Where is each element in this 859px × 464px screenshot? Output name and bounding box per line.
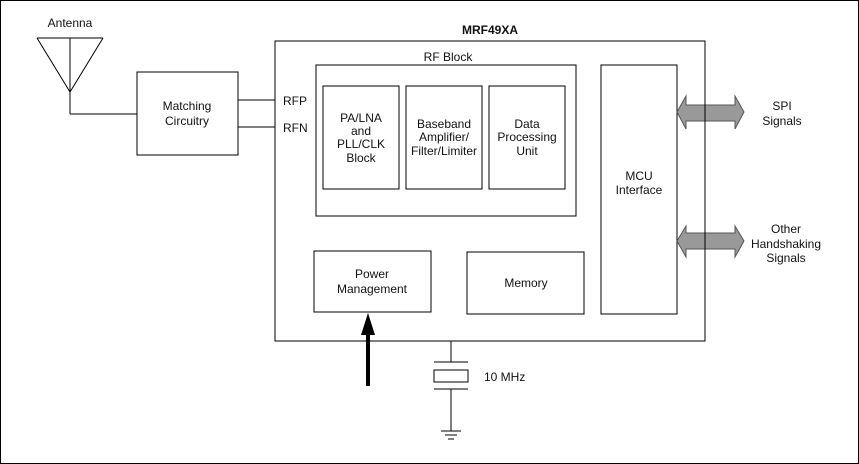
spi-bidirectional-arrow <box>676 94 745 130</box>
mcu-line2: Interface <box>616 183 663 197</box>
dpu-line1: Data <box>514 117 540 131</box>
pin-rfp: RFP <box>283 94 307 108</box>
mcu-line1: MCU <box>625 169 652 183</box>
matching-label-line2: Circuitry <box>165 114 209 128</box>
spi-label-line1: SPI <box>772 99 791 113</box>
crystal-icon <box>433 341 469 431</box>
ground-icon <box>441 430 461 440</box>
spi-label-line2: Signals <box>762 114 801 128</box>
power-input-arrow <box>361 313 375 386</box>
baseband-line1: Baseband <box>417 117 471 131</box>
dpu-line2: Processing <box>497 130 556 144</box>
handshake-label-line1: Other <box>771 222 801 236</box>
pin-rfn: RFN <box>283 121 308 135</box>
pa-lna-line4: Block <box>346 151 376 165</box>
matching-circuitry-block <box>136 71 239 156</box>
antenna-label: Antenna <box>48 16 93 30</box>
baseband-line2: Amplifier/ <box>419 130 470 144</box>
matching-label-line1: Matching <box>163 99 212 113</box>
crystal-label: 10 MHz <box>484 370 525 384</box>
power-line2: Management <box>337 282 408 296</box>
handshake-bidirectional-arrow <box>676 224 745 259</box>
chip-title: MRF49XA <box>462 23 518 37</box>
antenna-icon <box>36 37 137 115</box>
pa-lna-block <box>322 85 400 190</box>
power-management-block <box>313 250 432 313</box>
pa-lna-line1: PA/LNA <box>340 111 382 125</box>
baseband-block <box>405 85 483 190</box>
pa-lna-line2: and <box>351 124 371 138</box>
handshake-label-line3: Signals <box>766 251 805 265</box>
baseband-line3: Filter/Limiter <box>411 144 477 158</box>
handshake-label-line2: Handshaking <box>751 237 821 251</box>
pa-lna-line3: PLL/CLK <box>337 137 385 151</box>
power-line1: Power <box>355 267 389 281</box>
data-processing-block <box>488 85 566 190</box>
memory-block <box>466 251 585 315</box>
rf-block-title: RF Block <box>424 50 474 64</box>
dpu-line3: Unit <box>516 144 538 158</box>
mcu-interface-block <box>600 64 678 315</box>
memory-label: Memory <box>504 276 547 290</box>
